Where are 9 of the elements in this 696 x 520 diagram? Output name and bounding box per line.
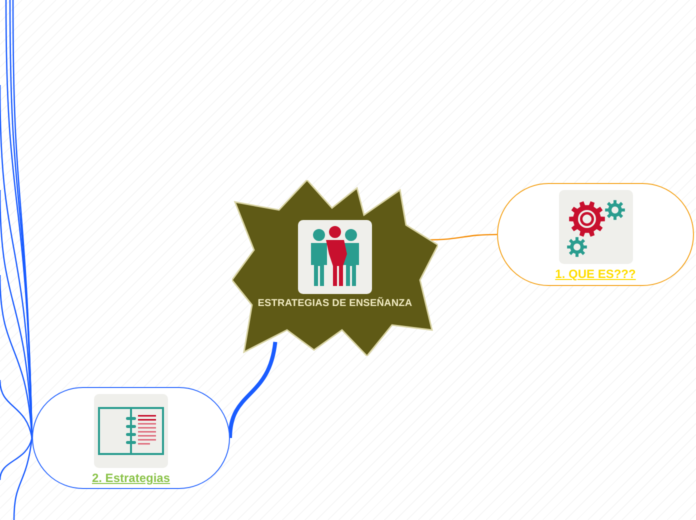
topic-pill xyxy=(497,183,694,286)
connector xyxy=(13,438,33,520)
central-topic-title: ESTRATEGIAS DE ENSEÑANZA xyxy=(258,298,412,309)
topic-pill xyxy=(32,387,230,489)
connector xyxy=(0,438,33,480)
topic-link: 1. QUE ES??? xyxy=(555,267,636,281)
connector xyxy=(0,380,33,438)
connector xyxy=(228,342,278,438)
topic-link: 2. Estrategias xyxy=(92,471,170,485)
